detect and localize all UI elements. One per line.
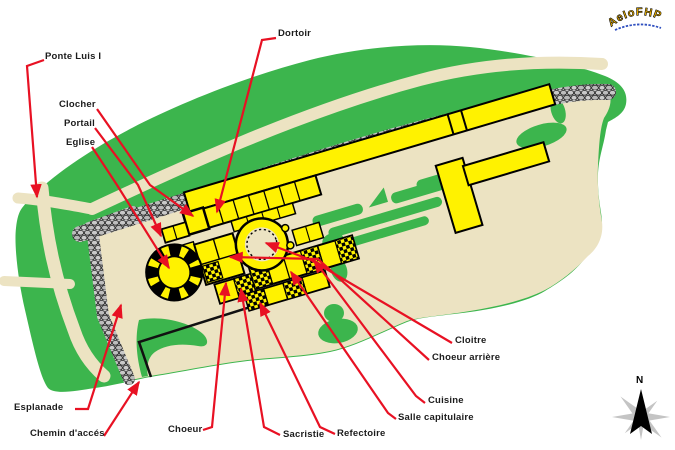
label-dortoir: Dortoir	[278, 28, 312, 39]
leader-choeur	[202, 281, 231, 432]
label-salle-capitulaire: Salle capitulaire	[398, 412, 474, 423]
label-portail: Portail	[64, 118, 95, 129]
t-building-stem	[434, 156, 484, 235]
logo: AeIoFHP	[606, 6, 664, 31]
garden-blob-southwest	[136, 318, 208, 377]
left-road-vertical	[35, 181, 111, 383]
leader-eglise	[91, 146, 170, 270]
left-road-connector	[12, 192, 98, 215]
monastery-buildings	[145, 82, 557, 312]
leader-choeur-arriere	[228, 251, 430, 361]
compass-rose	[612, 389, 670, 440]
t-building-arm	[461, 140, 551, 187]
leader-refectoire	[259, 301, 336, 435]
leader-clocher	[96, 108, 195, 217]
label-chemin-dacces: Chemin d'accés	[30, 428, 105, 439]
leader-ponte	[25, 58, 45, 199]
upper-road	[86, 56, 608, 215]
leader-cuisine	[313, 258, 426, 404]
leader-dortoir	[214, 36, 277, 214]
leader-chemin	[103, 380, 140, 437]
label-clocher: Clocher	[59, 99, 96, 110]
leader-esplanade	[75, 303, 123, 411]
garden-blob-east3	[324, 304, 344, 322]
leader-sacristie	[237, 287, 281, 436]
label-esplanade: Esplanade	[14, 402, 64, 413]
label-cloitre: Cloitre	[455, 335, 487, 346]
compass-north-label: N	[636, 375, 644, 386]
label-ponte-luis: Ponte Luis I	[45, 51, 102, 62]
label-choeur: Choeur	[168, 424, 203, 435]
esplanade-cobble-wall	[85, 206, 139, 385]
label-cuisine: Cuisine	[428, 395, 464, 406]
leader-lines	[25, 36, 453, 437]
label-choeur-arriere: Choeur arrière	[432, 352, 501, 363]
logo-text: AeIoFHP	[606, 6, 663, 30]
label-refectoire: Refectoire	[337, 428, 386, 439]
svg-text:AeIoFHP: AeIoFHP	[606, 6, 664, 29]
left-road-horizontal	[0, 276, 75, 289]
leader-salle	[290, 270, 397, 420]
leader-portail	[94, 127, 163, 238]
logo-subtitle-squiggle	[614, 23, 662, 31]
compass-needle	[630, 389, 652, 434]
label-eglise: Eglise	[66, 137, 96, 148]
label-sacristie: Sacristie	[283, 429, 325, 440]
leader-cloitre	[264, 241, 453, 344]
